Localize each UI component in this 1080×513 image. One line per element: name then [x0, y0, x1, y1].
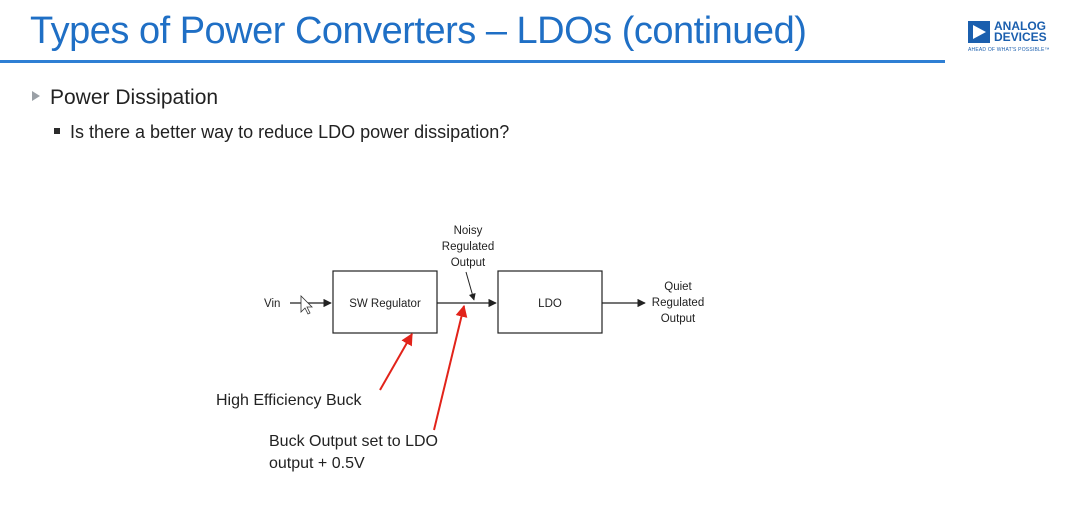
analog-devices-logo: ANALOG DEVICES AHEAD OF WHAT'S POSSIBLE™ — [968, 18, 1068, 58]
quiet-label-line3: Output — [661, 313, 696, 325]
logo-tagline: AHEAD OF WHAT'S POSSIBLE™ — [968, 47, 1050, 53]
ldo-block — [497, 270, 603, 334]
ldo-label: LDO — [538, 298, 562, 310]
mouse-cursor-icon — [300, 295, 313, 315]
callout-buck-output-line1: Buck Output set to LDO — [269, 433, 438, 450]
vin-label: Vin — [264, 298, 280, 310]
bullet-level2: Is there a better way to reduce LDO powe… — [54, 122, 509, 143]
bullet-level1-text: Power Dissipation — [50, 86, 219, 109]
noisy-label-line2: Regulated — [442, 241, 494, 253]
noisy-label-line1: Noisy — [454, 225, 483, 237]
logo-text-line1: ANALOG — [994, 19, 1046, 33]
bullet-level1: Power Dissipation — [32, 86, 218, 110]
buck-output-callout-arrow — [433, 304, 468, 431]
title-underline — [0, 60, 945, 63]
callout-high-efficiency-buck: High Efficiency Buck — [216, 392, 363, 409]
buck-callout-arrow — [379, 332, 413, 391]
quiet-label-line1: Quiet — [664, 281, 692, 293]
quiet-label-line2: Regulated — [652, 297, 704, 309]
triangle-bullet-icon — [32, 91, 40, 102]
sw-regulator-block — [332, 270, 438, 334]
noisy-label-line3: Output — [451, 257, 486, 269]
square-bullet-icon — [54, 128, 60, 135]
noisy-pointer-arrow — [465, 271, 476, 301]
logo-text-line2: DEVICES — [994, 30, 1047, 44]
bullet-level2-text: Is there a better way to reduce LDO powe… — [70, 122, 510, 142]
slide-title: Types of Power Converters – LDOs (contin… — [30, 10, 807, 52]
callout-buck-output-line2: output + 0.5V — [269, 455, 365, 472]
sw-regulator-label: SW Regulator — [349, 298, 421, 310]
logo-triangle-icon — [968, 21, 990, 43]
